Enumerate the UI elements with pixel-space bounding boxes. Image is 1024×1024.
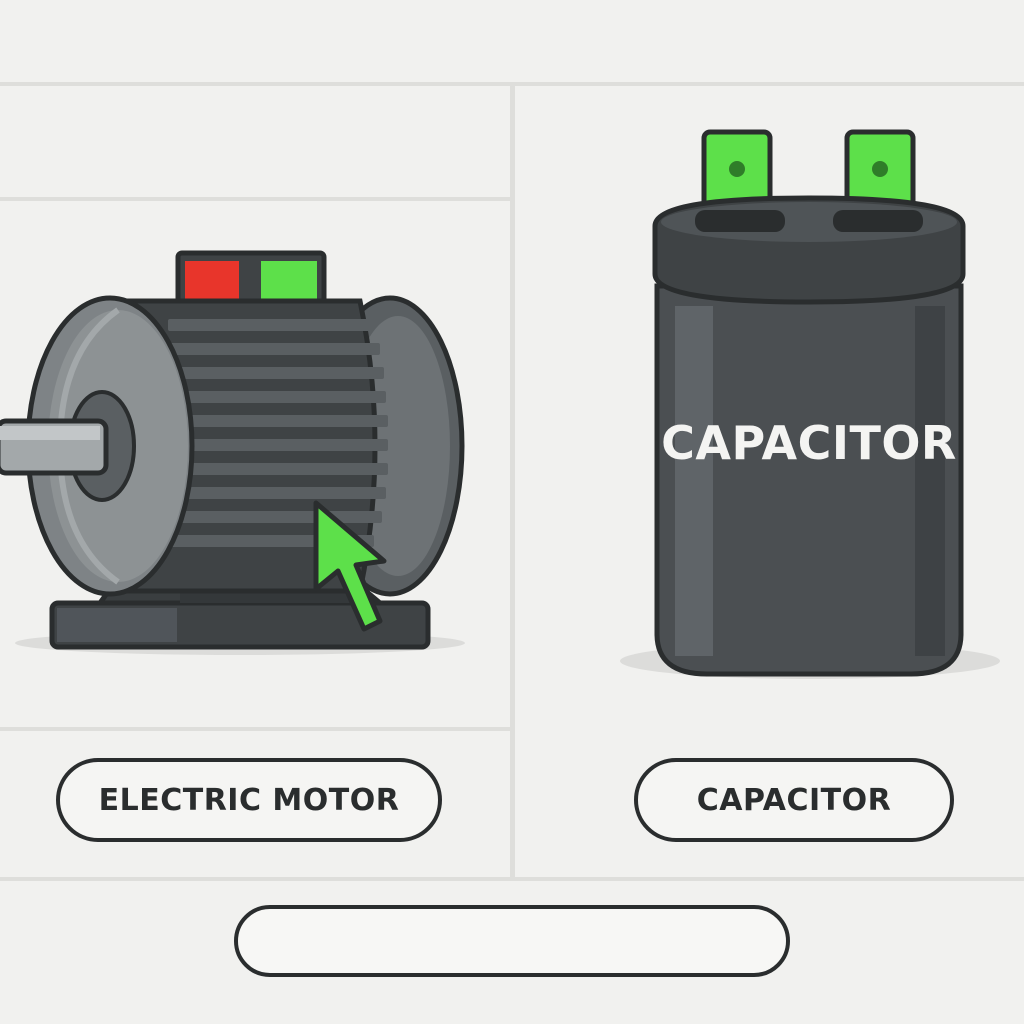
motor-card[interactable]	[0, 201, 510, 727]
capacitor-card[interactable]: CAPACITOR	[515, 86, 1024, 727]
answer-input[interactable]	[234, 905, 790, 977]
capacitor-label: CAPACITOR	[696, 782, 892, 818]
capacitor-icon	[620, 129, 1000, 679]
divider-left-upper	[0, 197, 510, 201]
electric-motor-icon	[0, 250, 465, 655]
divider-center	[510, 86, 515, 877]
capacitor-body-text: CAPACITOR	[661, 416, 957, 470]
electric-motor-label: ELECTRIC MOTOR	[98, 782, 400, 818]
divider-top	[0, 82, 1024, 86]
divider-bottom	[0, 877, 1024, 881]
divider-left-lower	[0, 727, 510, 731]
capacitor-label-button[interactable]: CAPACITOR	[634, 758, 954, 842]
mouse-pointer-icon	[313, 500, 387, 632]
electric-motor-label-button[interactable]: ELECTRIC MOTOR	[56, 758, 442, 842]
